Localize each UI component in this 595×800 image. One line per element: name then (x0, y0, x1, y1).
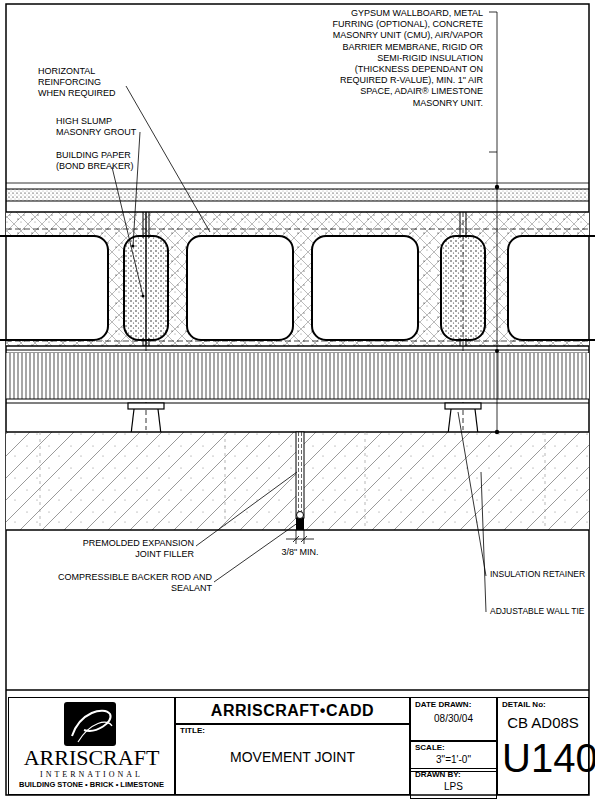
leader-dots (132, 185, 500, 434)
air-vapor-barrier (6, 350, 589, 353)
field-label: SCALE: (415, 743, 492, 753)
detail-number-cell: DETAIL No: CB AD08S U140 (497, 697, 589, 795)
field-value: BUILDING STONE • BRICK • LIMESTONE (13, 780, 170, 790)
layer-callout: GYPSUM WALLBOARD, METAL FURRING (OPTIONA… (326, 8, 483, 109)
field-value: U140 (502, 736, 584, 780)
field-value: INTERNATIONAL (13, 770, 170, 780)
limestone-masonry-unit (6, 432, 589, 530)
reinforcing-callout: HORIZONTAL REINFORCING WHEN REQUIRED (38, 66, 130, 99)
field-value: 08/30/04 (415, 712, 492, 726)
gypsum-wallboard (6, 183, 589, 201)
wall-tie-callout: ADJUSTABLE WALL TIE (490, 606, 586, 617)
company-logo (64, 702, 116, 746)
date-cell: DATE DRAWN: 08/30/04 (410, 697, 497, 741)
sheet-frame (6, 4, 589, 795)
dimension-mark (286, 530, 314, 544)
expansion-joint (296, 432, 304, 530)
field-value: ARRISCRAFT•CADD (180, 701, 405, 721)
dimension-text: 3/8" MIN. (276, 547, 324, 558)
rigid-insulation (6, 353, 589, 403)
drawn-by-cell: DRAWN BY:LPS (410, 768, 497, 799)
field-value: MOVEMENT JOINT (180, 748, 405, 766)
field-value: ARRISCRAFT (13, 746, 170, 770)
field-label: DETAIL No: (502, 700, 584, 710)
concrete-masonry-unit (0, 212, 595, 346)
retainer-callout: INSULATION RETAINER (490, 569, 586, 580)
title-block-rule (6, 689, 589, 691)
company-cell: ARRISCRAFT•CADD (175, 697, 410, 725)
title-cell: TITLE: MOVEMENT JOINT (175, 723, 410, 795)
field-label: TITLE: (180, 726, 405, 736)
field-label: DATE DRAWN: (415, 700, 492, 710)
field-value: CB AD08S (502, 714, 584, 732)
field-label: DRAWN BY: (415, 770, 492, 780)
bond-breaker-callout: BUILDING PAPER (BOND BREAKER) (56, 150, 148, 172)
grout-callout: HIGH SLUMP MASONRY GROUT (56, 116, 148, 138)
logo-cell: ARRISCRAFTINTERNATIONALBUILDING STONE • … (8, 697, 175, 795)
grouted-cell (124, 236, 485, 340)
joint-filler-callout: PREMOLDED EXPANSION JOINT FILLER (70, 538, 194, 560)
sealant-callout: COMPRESSIBLE BACKER ROD AND SEALANT (56, 572, 212, 594)
field-value: LPS (415, 780, 492, 793)
field-value: 3"=1'-0" (415, 753, 492, 766)
